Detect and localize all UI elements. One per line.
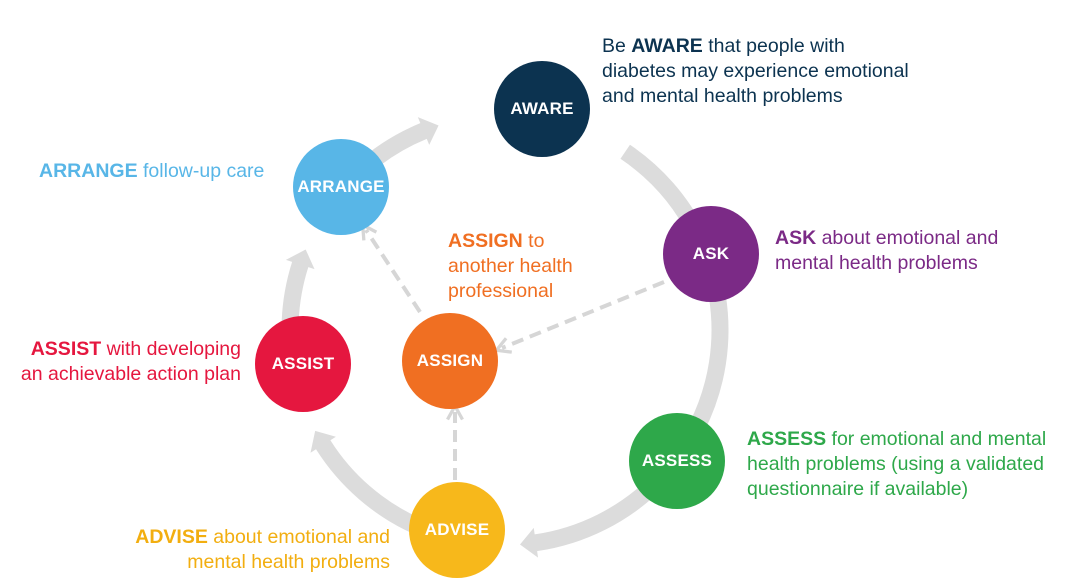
- ask-keyword: ASK: [775, 227, 817, 249]
- aware-keyword: AWARE: [631, 35, 703, 57]
- assign-description: ASSIGN to another health professional: [448, 230, 573, 302]
- aware-node: AWARE: [494, 61, 590, 157]
- arc-advise-to-assist: [310, 430, 422, 535]
- assign-keyword: ASSIGN: [448, 230, 523, 252]
- arrange-description: ARRANGE follow-up care: [39, 160, 265, 182]
- assign-node: ASSIGN: [402, 313, 498, 409]
- dashed-arrows: [366, 230, 665, 480]
- advise-description: ADVISE about emotional and mental health…: [135, 526, 390, 573]
- assess-description: ASSESS for emotional and mental health p…: [747, 428, 1047, 500]
- arc-ask-to-assess: [683, 295, 729, 441]
- ask-description: ASK about emotional and mental health pr…: [775, 227, 999, 274]
- assess-keyword: ASSESS: [747, 428, 827, 450]
- advise-keyword: ADVISE: [135, 526, 208, 548]
- dashed-arrow-assign-to-arrange: [366, 230, 422, 314]
- assist-keyword: ASSIST: [30, 338, 102, 360]
- arrange-node: ARRANGE: [293, 139, 389, 235]
- assist-description: ASSIST with developing an achievable act…: [20, 338, 241, 385]
- ask-node: ASK: [663, 206, 759, 302]
- dashed-arrow-ask-to-assign: [502, 280, 665, 348]
- assess-node: ASSESS: [629, 413, 725, 509]
- arc-assess-to-advise: [519, 476, 664, 558]
- advise-node: ADVISE: [409, 482, 505, 578]
- assist-node: ASSIST: [255, 316, 351, 412]
- arrange-keyword: ARRANGE: [39, 160, 138, 182]
- aware-description: Be AWARE that people with diabetes may e…: [602, 35, 909, 107]
